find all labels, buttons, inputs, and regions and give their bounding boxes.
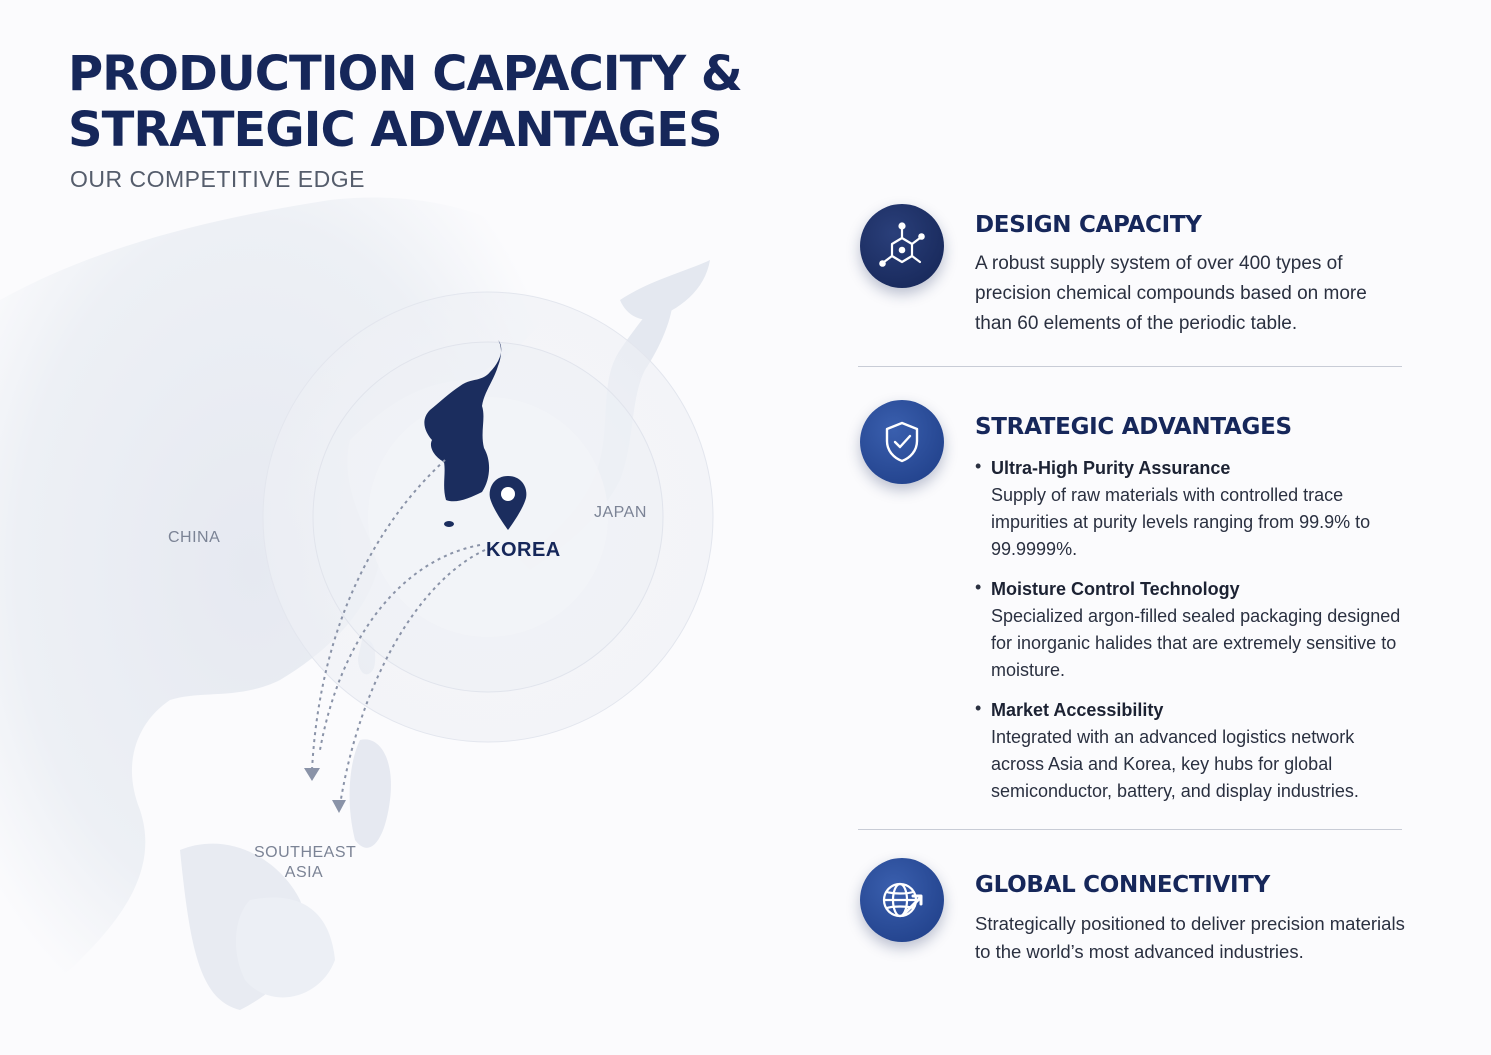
route-arrow-1 (311, 459, 446, 771)
shield-check-icon (860, 400, 944, 484)
globe-arrow-icon (860, 858, 944, 942)
molecule-icon (860, 204, 944, 288)
advantage-body-purity: Supply of raw materials with controlled … (991, 485, 1371, 559)
page-title-line-2: STRATEGIC ADVANTAGES (68, 102, 723, 158)
hokkaido-shape (620, 260, 710, 320)
advantage-body-moisture: Specialized argon-filled sealed packagin… (991, 606, 1401, 680)
bullet: • (975, 577, 982, 597)
design-capacity-section: DESIGN CAPACITY A robust supply system o… (858, 204, 1402, 354)
design-capacity-title: DESIGN CAPACITY (975, 212, 1202, 238)
map-pin-icon (489, 476, 527, 530)
section-divider-1 (858, 366, 1402, 367)
map-label-southeast-asia-line-1: SOUTHEAST (254, 844, 357, 861)
global-connectivity-body: Strategically positioned to deliver prec… (975, 913, 1405, 962)
map-label-southeast-asia-line-2: ASIA (284, 864, 324, 881)
advantage-title-market: Market Accessibility (991, 700, 1164, 720)
bullet: • (975, 456, 982, 476)
bullet: • (975, 698, 982, 718)
section-divider-2 (858, 829, 1402, 830)
arrowhead-2 (332, 800, 346, 813)
asia-map (0, 170, 790, 1055)
jeju-island-shape (444, 521, 454, 527)
strategic-advantages-list: • Ultra-High Purity Assurance Supply of … (975, 455, 1405, 818)
global-connectivity-title: GLOBAL CONNECTIVITY (975, 872, 1271, 898)
map-label-korea: KOREA (486, 539, 561, 561)
arrowhead-1 (304, 768, 320, 781)
mainland-asia-shape (0, 197, 560, 1020)
advantage-body-market: Integrated with an advanced logistics ne… (991, 727, 1359, 801)
map-label-china: CHINA (168, 529, 221, 546)
advantage-title-purity: Ultra-High Purity Assurance (991, 458, 1231, 478)
global-connectivity-section: GLOBAL CONNECTIVITY Strategically positi… (858, 858, 1405, 1008)
route-arrow-2 (319, 544, 481, 751)
philippines-shape (349, 739, 391, 848)
design-capacity-body: A robust supply system of over 400 types… (975, 253, 1367, 334)
strategic-advantages-section: STRATEGIC ADVANTAGES (858, 400, 1402, 484)
borneo-shape (235, 897, 335, 998)
range-ring-inner (368, 397, 608, 637)
list-item: • Moisture Control Technology Specialize… (975, 576, 1405, 684)
page-title-line-1: PRODUCTION CAPACITY & (68, 46, 743, 102)
route-arrow-3 (339, 549, 486, 806)
list-item: • Market Accessibility Integrated with a… (975, 697, 1405, 805)
page-subtitle: OUR COMPETITIVE EDGE (70, 166, 365, 192)
list-item: • Ultra-High Purity Assurance Supply of … (975, 455, 1405, 563)
page-title: PRODUCTION CAPACITY & STRATEGIC ADVANTAG… (68, 46, 743, 158)
map-label-southeast-asia: SOUTHEAST ASIA (254, 843, 357, 883)
strategic-advantages-title: STRATEGIC ADVANTAGES (975, 414, 1292, 440)
map-label-japan: JAPAN (594, 504, 647, 521)
advantage-title-moisture: Moisture Control Technology (991, 579, 1240, 599)
